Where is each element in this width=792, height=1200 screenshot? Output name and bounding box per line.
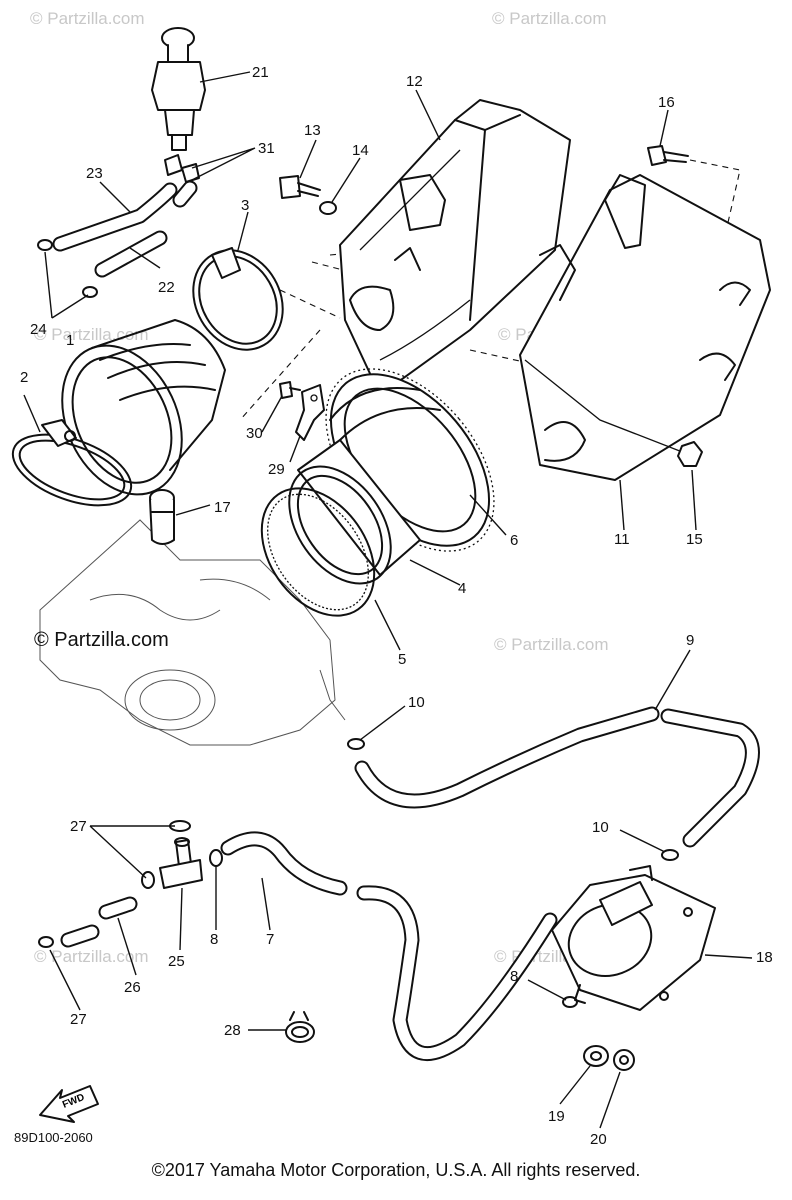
callout-23: 23 [86,165,103,182]
callout-10: 10 [592,819,609,836]
callout-10: 10 [408,694,425,711]
callout-13: 13 [304,122,321,139]
callout-2: 2 [20,369,28,386]
part-10-clips [347,738,679,861]
part-4-joint [288,439,421,585]
callout-12: 12 [406,73,423,90]
watermark-text: © Partzilla.com [34,947,149,966]
callout-30: 30 [246,425,263,442]
callout-17: 17 [214,499,231,516]
watermark-text: © Partzilla.com [494,635,609,654]
diagram-code: 89D100-2060 [14,1130,93,1145]
part-25-t-fitting [159,837,203,889]
part-3-clamp [192,247,284,351]
callout-8: 8 [210,931,218,948]
callout-9: 9 [686,632,694,649]
part-9-hose [354,706,760,848]
part-5-o-ring [260,487,376,617]
callout-4: 4 [458,580,466,597]
part-21-valve [151,27,206,151]
part-24-clips [37,239,98,298]
callout-26: 26 [124,979,141,996]
callout-11: 11 [614,531,630,548]
callout-7: 7 [266,931,274,948]
leader-lines [23,71,753,1129]
part-15-nut [677,441,703,467]
part-18-fuel-pump [551,865,716,1011]
part-12-airbox-case [339,99,571,396]
callout-27: 27 [70,818,87,835]
callout-24: 24 [30,321,47,338]
part-8-clips [209,849,578,1008]
part-26-hose [60,896,138,948]
fwd-arrow: FWD [39,1085,99,1123]
part-30-screw [279,381,301,399]
part-17-cap [149,489,175,545]
callout-18: 18 [756,949,773,966]
callout-5: 5 [398,651,406,668]
callout-28: 28 [224,1022,241,1039]
callout-8: 8 [510,968,518,985]
part-7-hose [220,831,558,1062]
callout-31: 31 [258,140,275,157]
part-16-bolt [647,145,689,166]
part-31-fittings [164,154,200,183]
callout-22: 22 [158,279,175,296]
partzilla-brand-mark: © Partzilla.com [34,629,169,651]
callout-16: 16 [658,94,675,111]
engine-outline [39,519,346,746]
part-28-clamp [285,1011,315,1043]
part-14-washer [319,201,337,215]
part-29-bracket [295,384,325,441]
part-19-grommet [583,1045,609,1067]
watermark-text: © Partzilla.com [30,9,145,28]
part-11-airbox-cover [519,174,771,481]
callout-25: 25 [168,953,185,970]
part-23-hose [52,182,178,252]
watermark-text: © Partzilla.com [492,9,607,28]
callout-6: 6 [510,532,518,549]
part-22-hose [94,180,198,278]
part-2-clamp [11,419,133,507]
callout-3: 3 [241,197,249,214]
callout-19: 19 [548,1108,565,1125]
part-1-joint [61,319,226,496]
callout-1: 1 [66,332,74,349]
callout-20: 20 [590,1131,607,1148]
callout-14: 14 [352,142,369,159]
part-13-bolt [279,175,321,199]
callout-29: 29 [268,461,285,478]
part-20-washer [613,1049,635,1071]
callout-15: 15 [686,531,703,548]
callout-21: 21 [252,64,269,81]
callouts: 21 31 23 22 24 3 13 14 12 16 1 2 30 29 1… [20,64,773,1148]
callout-27: 27 [70,1011,87,1028]
copyright-notice: ©2017 Yamaha Motor Corporation, U.S.A. A… [151,1160,641,1180]
